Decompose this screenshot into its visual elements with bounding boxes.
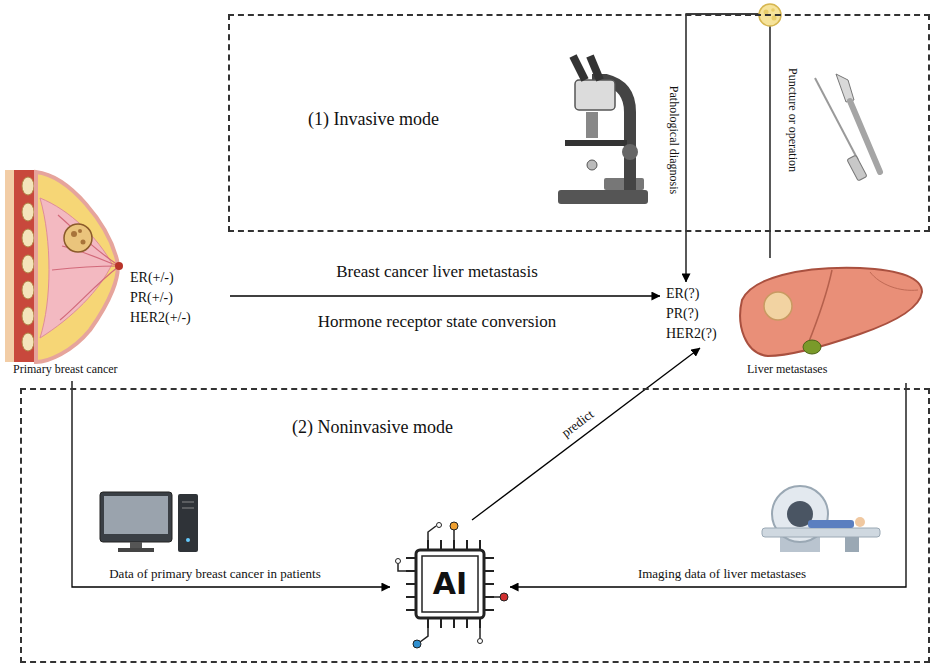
liver-illustration [740,268,922,356]
edge-label: Breast cancer liver metastasis [334,262,540,282]
region-title: (2) Noninvasive mode [292,416,453,439]
tumor [64,224,92,252]
annotation-label: Hormone receptor state conversion [316,312,558,332]
node-text: ER(?) PR(?) HER2(?) [666,284,717,344]
connector-arrow [72,381,390,587]
connector-arrow [472,348,700,520]
metastasis [764,292,792,320]
liver-ligament [808,270,832,344]
edge-label: predict [558,406,599,442]
edge-label: Data of primary breast cancer in patient… [107,567,323,582]
node-text: Primary breast cancer [13,362,118,377]
ct-scanner [762,486,880,552]
breast-outline [36,172,118,362]
node-text: ER(+/-) PR(+/-) HER2(+/-) [130,268,191,328]
ribs [22,177,34,351]
annotation-label: Pathological diagnosis [666,84,680,196]
connector-arrow [230,295,660,296]
ducts [52,215,118,320]
gallbladder [803,340,821,354]
nipple [115,262,123,270]
liver-outline [740,268,922,356]
region-box: (2) Noninvasive modeAI [20,388,930,663]
scalpel [836,74,880,172]
ai-chip: AI [390,520,510,650]
chip-label: AI [416,550,484,618]
liver-figure: Liver metastases [735,258,925,383]
computer-icon [100,492,198,552]
edge-label: Puncture or operation [785,66,799,174]
edge-label: Imaging data of liver metastases [636,567,808,582]
receptor-status: ER(?) PR(?) HER2(?) [660,282,721,348]
connector-arrow [510,383,906,587]
microscope [558,56,648,204]
region-title: (1) Invasive mode [308,108,439,131]
muscle-layer [14,170,36,362]
region-box: (1) Invasive mode [228,14,930,232]
liver-lobe-line [870,272,918,290]
breast-figure: ER(+/-) PR(+/-) HER2(+/-) Primary breast … [5,168,230,381]
breast-illustration [5,170,123,362]
node-text: Liver metastases [747,362,827,377]
connector-arrow [686,14,770,282]
